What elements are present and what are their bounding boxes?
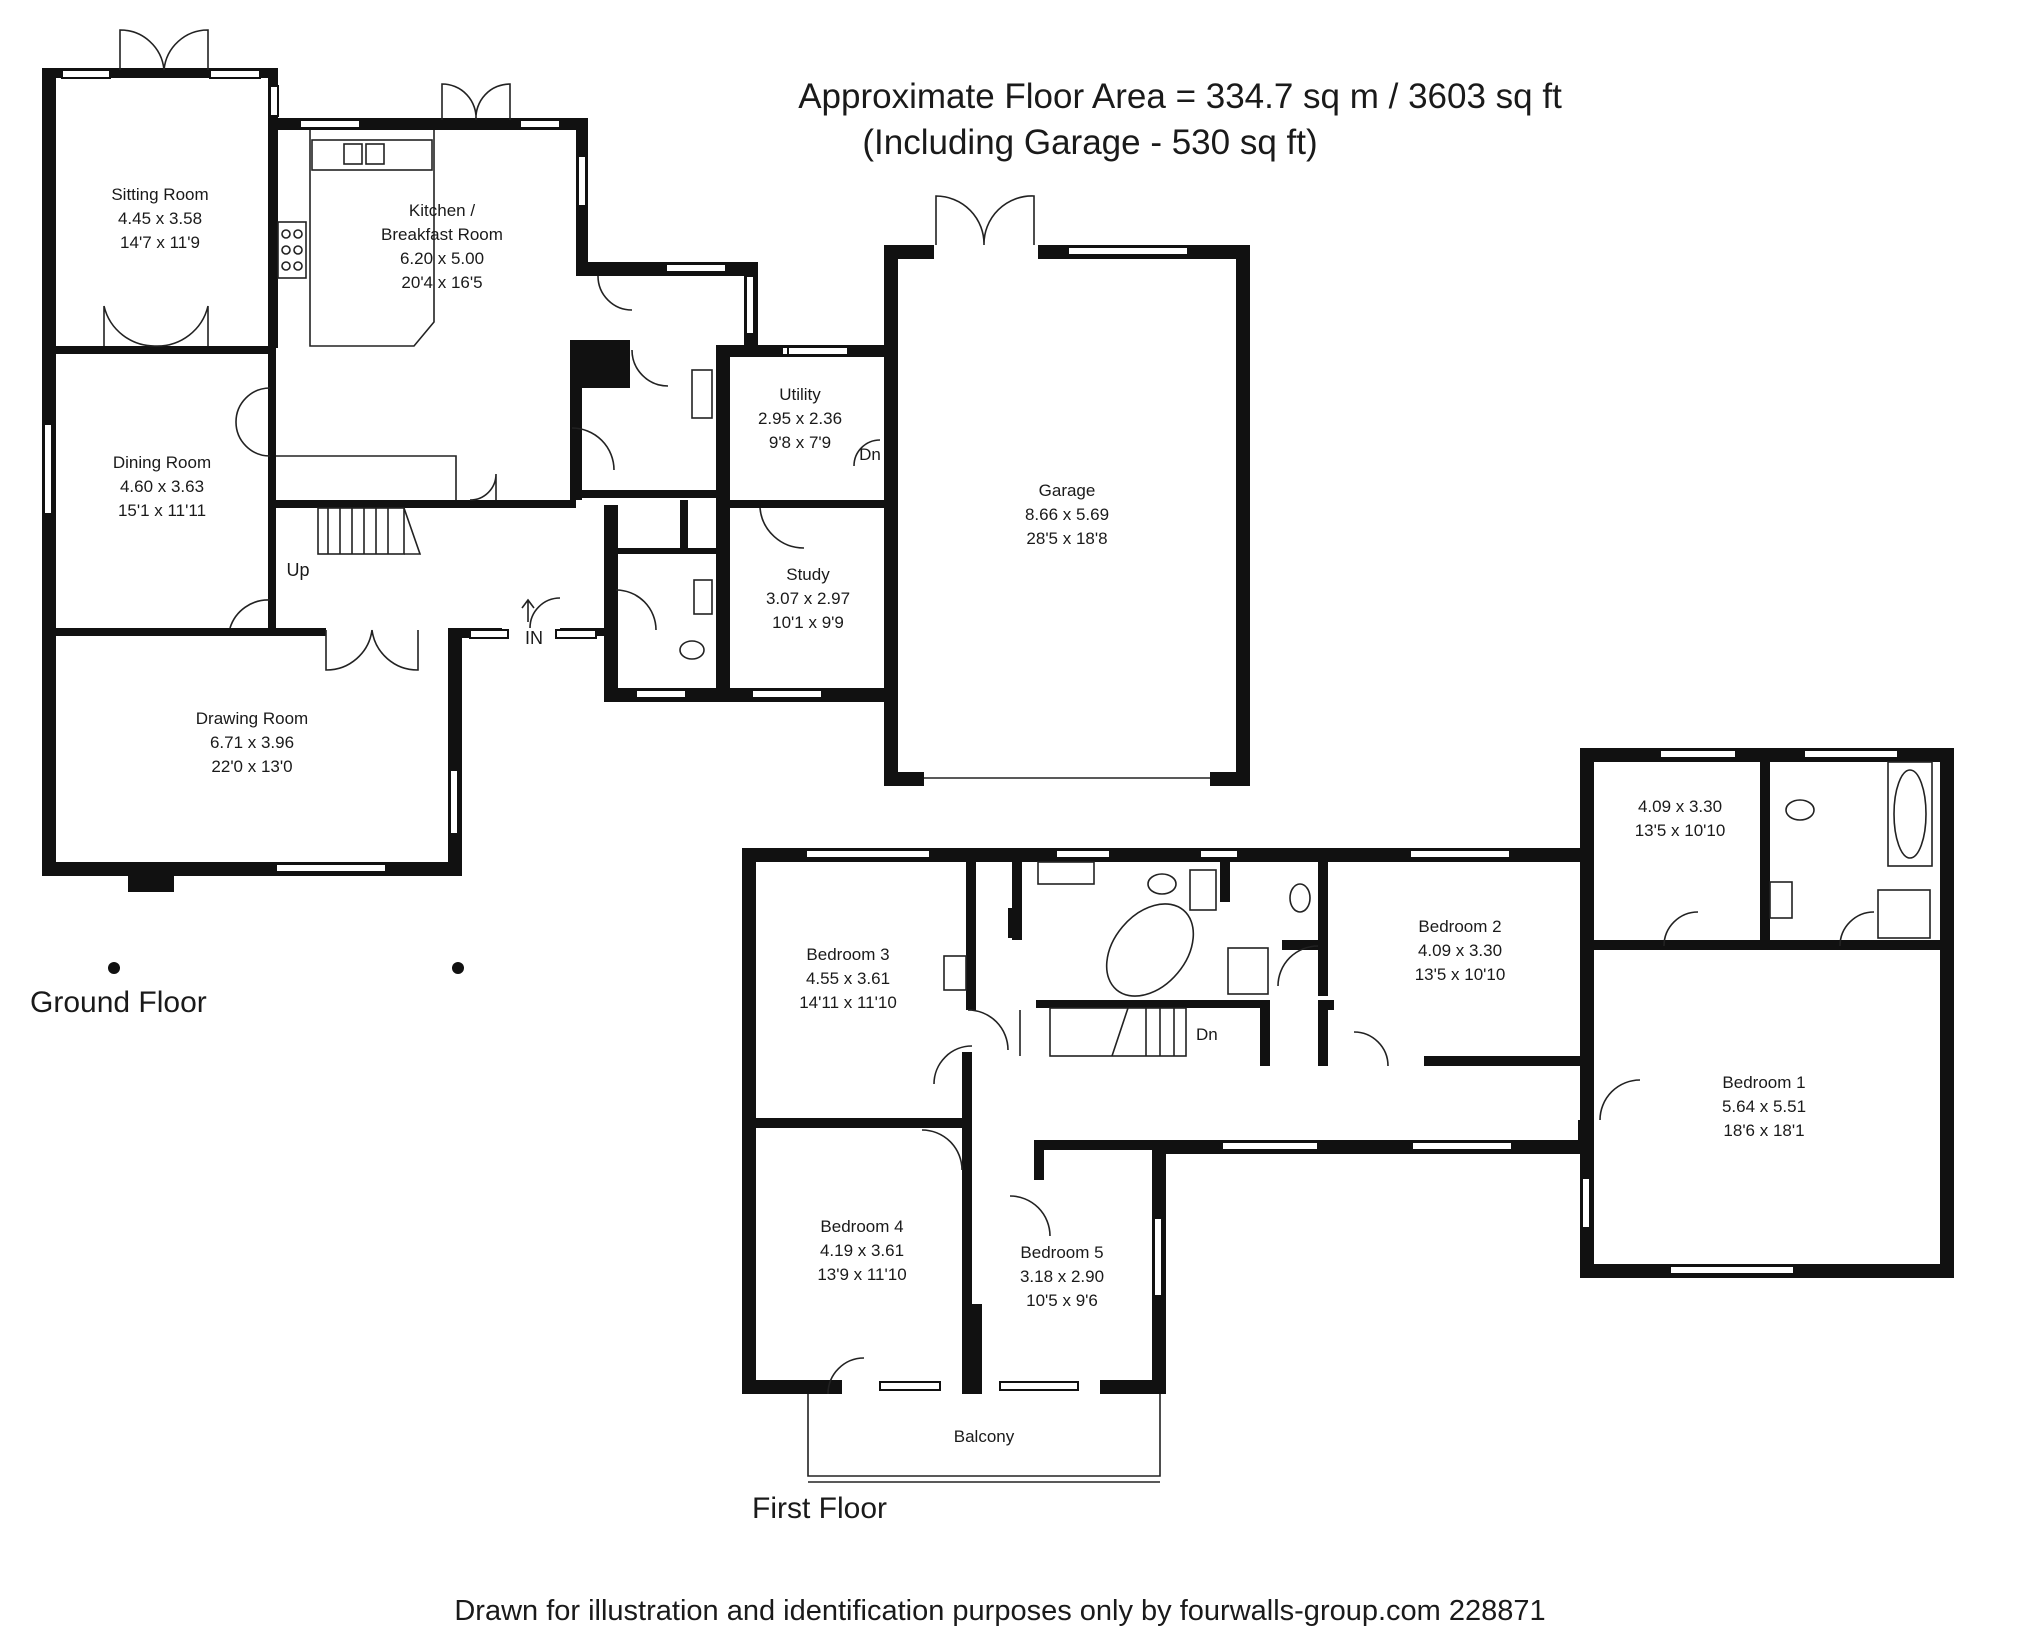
svg-text:13'5 x 10'10: 13'5 x 10'10 <box>1635 821 1726 840</box>
svg-text:4.45 x 3.58: 4.45 x 3.58 <box>118 209 202 228</box>
svg-text:3.18 x 2.90: 3.18 x 2.90 <box>1020 1267 1104 1286</box>
room-dining-room: Dining Room 4.60 x 3.63 15'1 x 11'11 <box>113 453 211 520</box>
floor-area-title: Approximate Floor Area = 334.7 sq m / 36… <box>798 77 1562 116</box>
svg-text:14'11 x 11'10: 14'11 x 11'10 <box>799 993 897 1012</box>
svg-text:4.60 x 3.63: 4.60 x 3.63 <box>120 477 204 496</box>
room-balcony: Balcony <box>954 1427 1015 1446</box>
svg-text:18'6 x 18'1: 18'6 x 18'1 <box>1723 1121 1804 1140</box>
svg-text:Kitchen /: Kitchen / <box>409 201 475 220</box>
room-bedroom-4: Bedroom 4 4.19 x 3.61 13'9 x 11'10 <box>817 1217 906 1284</box>
entrance-label: IN <box>525 628 543 648</box>
svg-text:4.09 x 3.30: 4.09 x 3.30 <box>1638 797 1722 816</box>
first-floor-plan: Bedroom 3 4.55 x 3.61 14'11 x 11'10 Bedr… <box>742 748 1954 1483</box>
svg-text:2.95 x 2.36: 2.95 x 2.36 <box>758 409 842 428</box>
room-drawing-room: Drawing Room 6.71 x 3.96 22'0 x 13'0 <box>196 709 308 776</box>
disclaimer-footer: Drawn for illustration and identificatio… <box>454 1595 1545 1627</box>
svg-text:13'5 x 10'10: 13'5 x 10'10 <box>1415 965 1506 984</box>
room-utility: Utility 2.95 x 2.36 9'8 x 7'9 <box>758 385 842 452</box>
svg-text:4.55 x 3.61: 4.55 x 3.61 <box>806 969 890 988</box>
svg-text:6.71 x 3.96: 6.71 x 3.96 <box>210 733 294 752</box>
svg-text:15'1 x 11'11: 15'1 x 11'11 <box>118 501 206 520</box>
svg-text:Dining Room: Dining Room <box>113 453 211 472</box>
svg-text:20'4 x 16'5: 20'4 x 16'5 <box>401 273 482 292</box>
svg-text:Garage: Garage <box>1039 481 1096 500</box>
svg-text:10'5 x 9'6: 10'5 x 9'6 <box>1026 1291 1098 1310</box>
svg-text:Breakfast Room: Breakfast Room <box>381 225 503 244</box>
stairs-down-first-floor: Dn <box>1196 1025 1218 1044</box>
room-garage: Garage 8.66 x 5.69 28'5 x 18'8 <box>1025 481 1109 548</box>
svg-text:Sitting Room: Sitting Room <box>111 185 208 204</box>
room-dressing: 4.09 x 3.30 13'5 x 10'10 <box>1635 797 1726 840</box>
room-sitting-room: Sitting Room 4.45 x 3.58 14'7 x 11'9 <box>111 185 208 252</box>
svg-text:22'0 x 13'0: 22'0 x 13'0 <box>211 757 292 776</box>
svg-text:Bedroom 4: Bedroom 4 <box>820 1217 903 1236</box>
svg-text:Drawing Room: Drawing Room <box>196 709 308 728</box>
svg-text:Bedroom 3: Bedroom 3 <box>806 945 889 964</box>
svg-text:28'5 x 18'8: 28'5 x 18'8 <box>1026 529 1107 548</box>
stairs-down-utility: Dn <box>859 445 881 464</box>
svg-text:4.19 x 3.61: 4.19 x 3.61 <box>820 1241 904 1260</box>
svg-text:Bedroom 1: Bedroom 1 <box>1722 1073 1805 1092</box>
svg-text:14'7 x 11'9: 14'7 x 11'9 <box>120 233 200 252</box>
ground-floor-label: Ground Floor <box>30 986 207 1019</box>
room-study: Study 3.07 x 2.97 10'1 x 9'9 <box>766 565 850 632</box>
ground-floor-plan: Sitting Room 4.45 x 3.58 14'7 x 11'9 Kit… <box>42 29 1250 974</box>
room-bedroom-1: Bedroom 1 5.64 x 5.51 18'6 x 18'1 <box>1722 1073 1806 1140</box>
room-bedroom-5: Bedroom 5 3.18 x 2.90 10'5 x 9'6 <box>1020 1243 1104 1310</box>
svg-text:8.66 x 5.69: 8.66 x 5.69 <box>1025 505 1109 524</box>
svg-text:3.07 x 2.97: 3.07 x 2.97 <box>766 589 850 608</box>
svg-text:Bedroom 2: Bedroom 2 <box>1418 917 1501 936</box>
svg-text:9'8 x 7'9: 9'8 x 7'9 <box>769 433 831 452</box>
svg-text:4.09 x 3.30: 4.09 x 3.30 <box>1418 941 1502 960</box>
svg-text:5.64 x 5.51: 5.64 x 5.51 <box>1722 1097 1806 1116</box>
svg-text:Utility: Utility <box>779 385 821 404</box>
svg-text:6.20 x 5.00: 6.20 x 5.00 <box>400 249 484 268</box>
floor-area-subtitle: (Including Garage - 530 sq ft) <box>862 123 1317 162</box>
svg-text:Bedroom 5: Bedroom 5 <box>1020 1243 1103 1262</box>
room-bedroom-3: Bedroom 3 4.55 x 3.61 14'11 x 11'10 <box>799 945 897 1012</box>
svg-text:10'1 x 9'9: 10'1 x 9'9 <box>772 613 844 632</box>
first-floor-label: First Floor <box>752 1492 887 1525</box>
stairs-up-label: Up <box>286 560 309 580</box>
room-kitchen: Kitchen / Breakfast Room 6.20 x 5.00 20'… <box>381 201 503 292</box>
svg-text:Study: Study <box>786 565 830 584</box>
svg-text:13'9 x 11'10: 13'9 x 11'10 <box>817 1265 906 1284</box>
room-bedroom-2: Bedroom 2 4.09 x 3.30 13'5 x 10'10 <box>1415 917 1506 984</box>
